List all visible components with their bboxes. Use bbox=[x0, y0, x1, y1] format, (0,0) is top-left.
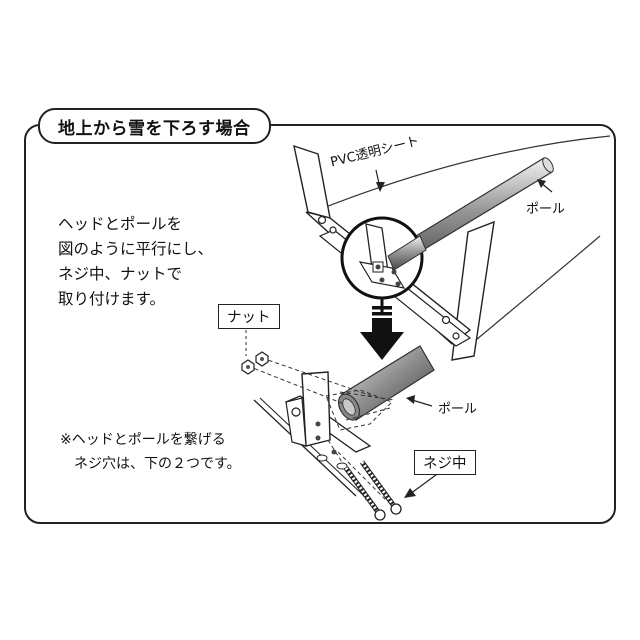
pole-label-detail: ポール bbox=[438, 402, 478, 417]
screw-label: ネジ中 bbox=[414, 450, 476, 475]
down-arrow-icon bbox=[360, 306, 404, 360]
nut-label: ナット bbox=[218, 304, 280, 329]
section-title: 地上から雪を下ろす場合 bbox=[38, 108, 271, 144]
instruction-text: ヘッドとポールを 図のように平行にし、 ネジ中、ナットで 取り付けます。 bbox=[58, 212, 213, 312]
note-line: ネジ穴は、下の２つです。 bbox=[74, 456, 241, 472]
exploded-detail bbox=[241, 330, 441, 521]
pole-label-top: ポール bbox=[526, 202, 566, 217]
overview-assembly bbox=[293, 135, 611, 361]
note-text: ※ヘッドとポールを繋げる ネジ穴は、下の２つです。 bbox=[60, 428, 241, 476]
note-line: ※ヘッドとポールを繋げる bbox=[60, 432, 226, 448]
screw-icon bbox=[343, 460, 402, 521]
instruction-frame bbox=[24, 124, 616, 524]
instruction-line: 図のように平行にし、 bbox=[58, 240, 214, 258]
instruction-line: ヘッドとポールを bbox=[58, 215, 183, 233]
instruction-line: 取り付けます。 bbox=[58, 290, 165, 308]
instruction-line: ネジ中、ナットで bbox=[58, 265, 183, 283]
